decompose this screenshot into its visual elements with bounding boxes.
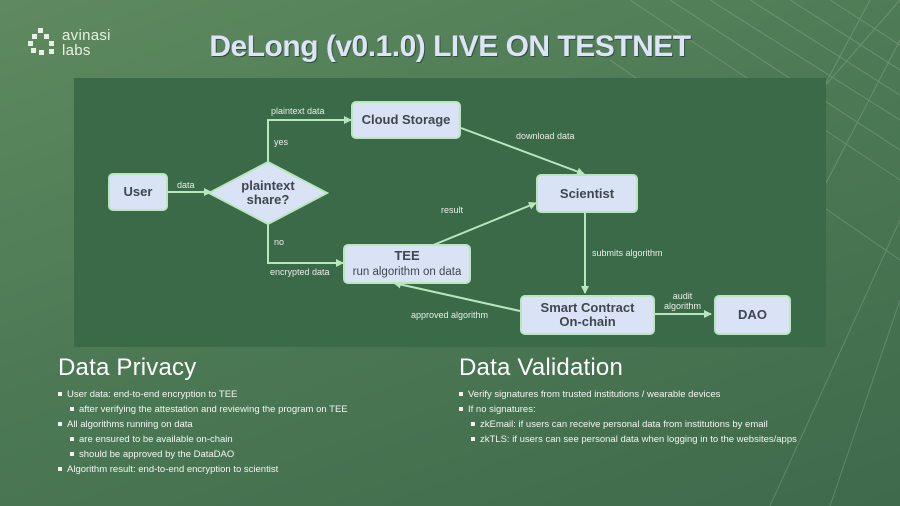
node-tee: TEE run algorithm on data <box>343 244 471 284</box>
list-item: are ensured to be available on-chain <box>70 432 348 447</box>
node-dao-label: DAO <box>738 307 767 322</box>
brand-line-2: labs <box>62 42 91 59</box>
flow-diagram: User plaintext share? Cloud Storage Scie… <box>74 78 826 347</box>
privacy-heading: Data Privacy <box>58 354 197 381</box>
node-tee-title: TEE <box>394 248 420 263</box>
list-item: If no signatures: <box>459 402 797 417</box>
node-tee-subtitle: run algorithm on data <box>352 266 462 278</box>
audit-line-1: audit <box>672 291 693 301</box>
node-decision: plaintext share? <box>228 179 308 207</box>
list-item: after verifying the attestation and revi… <box>70 402 348 417</box>
node-user-label: User <box>123 184 153 199</box>
node-dao: DAO <box>714 295 791 335</box>
list-item: Algorithm result: end-to-end encryption … <box>58 462 348 477</box>
decision-line-1: plaintext <box>241 178 295 193</box>
list-item: Verify signatures from trusted instituti… <box>459 387 797 402</box>
contract-line-2: On-chain <box>559 314 616 329</box>
list-item: should be approved by the DataDAO <box>70 447 348 462</box>
validation-heading: Data Validation <box>459 354 623 381</box>
validation-list: Verify signatures from trusted instituti… <box>459 387 797 447</box>
list-item: User data: end-to-end encryption to TEE <box>58 387 348 402</box>
page-title: DeLong (v0.1.0) LIVE ON TESTNET <box>209 30 691 63</box>
edge-label-audit: audit algorithm <box>664 291 701 311</box>
edge-label-result: result <box>441 205 464 215</box>
edge-label-yes: yes <box>274 137 289 147</box>
edge-decision-tee <box>267 224 344 267</box>
edge-label-no: no <box>274 237 285 247</box>
edge-label-approved-algorithm: approved algorithm <box>411 310 489 320</box>
edge-cloud-scientist <box>460 127 585 176</box>
edge-label-download-data: download data <box>516 131 575 141</box>
audit-line-2: algorithm <box>664 301 702 311</box>
diagram-edges <box>145 116 712 318</box>
edge-decision-cloud <box>267 116 352 162</box>
privacy-list: User data: end-to-end encryption to TEE … <box>58 387 348 477</box>
node-scientist-label: Scientist <box>559 185 615 201</box>
avinasi-logo-icon <box>28 28 54 55</box>
edge-label-data: data <box>177 180 195 190</box>
decision-line-2: share? <box>246 192 290 207</box>
node-user: User <box>108 173 168 211</box>
edge-label-submits-algorithm: submits algorithm <box>592 248 663 258</box>
list-item: zkTLS: if users can see personal data wh… <box>471 432 797 447</box>
decision-diamond <box>206 160 330 226</box>
list-item: All algorithms running on data <box>58 417 348 432</box>
brand-logo: avinasi labs <box>28 28 111 58</box>
edge-tee-scientist <box>425 201 537 249</box>
brand-name: avinasi labs <box>62 28 111 58</box>
brand-line-1: avinasi <box>62 27 111 44</box>
node-cloud-storage-label: Cloud Storage <box>361 112 451 127</box>
edge-label-plaintext-data: plaintext data <box>271 106 325 116</box>
node-scientist: Scientist <box>536 174 638 213</box>
node-smart-contract: Smart Contract On-chain <box>520 295 655 335</box>
edge-label-encrypted-data: encrypted data <box>270 267 330 277</box>
contract-line-1: Smart Contract <box>540 300 635 315</box>
node-cloud-storage: Cloud Storage <box>351 101 461 139</box>
edge-contract-tee <box>393 280 521 312</box>
list-item: zkEmail: if users can receive personal d… <box>471 417 797 432</box>
